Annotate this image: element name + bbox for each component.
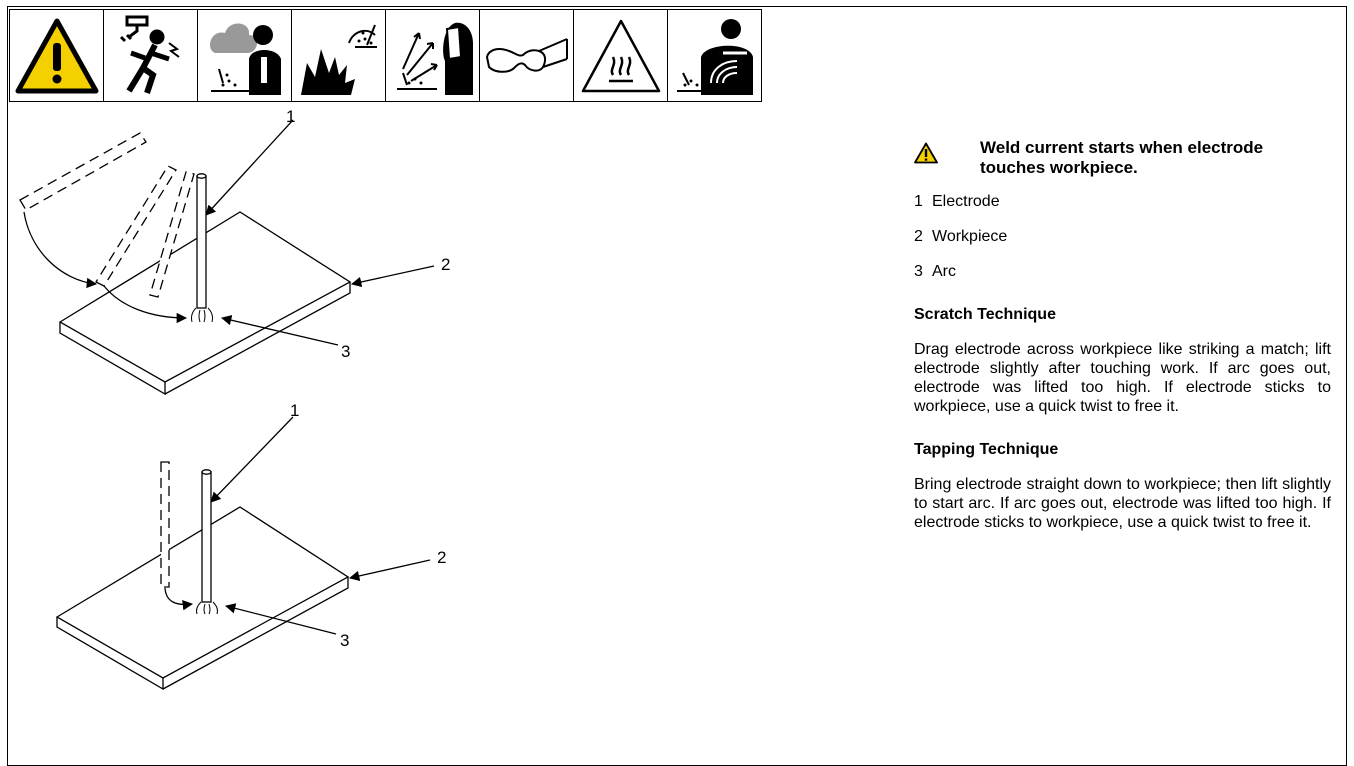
scratch-workpiece-leader — [350, 265, 435, 288]
fire-explosion-icon — [291, 9, 386, 102]
warning-text: Weld current starts when electrode touch… — [980, 138, 1264, 177]
scratch-previous-electrode-positions — [19, 132, 195, 298]
legend-label: Workpiece — [932, 228, 1008, 245]
legend-number: 2 — [914, 228, 923, 245]
scratch-technique-heading: Scratch Technique — [914, 306, 1056, 323]
safety-glasses-icon — [479, 9, 574, 102]
tapping-arc-leader — [224, 603, 337, 635]
fumes-and-gases-icon — [197, 9, 292, 102]
tapping-workpiece-leader — [348, 559, 431, 582]
tapping-technique-heading: Tapping Technique — [914, 441, 1059, 458]
tapping-electrode-leader — [210, 416, 294, 503]
legend-item: 2 Workpiece — [914, 227, 1331, 246]
scratch-technique-figure — [19, 119, 435, 396]
warning-notice: Weld current starts when electrode touch… — [914, 138, 1331, 178]
scratch-callout-2: 2 — [441, 255, 450, 274]
scratch-motion-arrow — [23, 211, 98, 289]
general-warning-icon — [9, 9, 104, 102]
legend-number: 1 — [914, 193, 923, 210]
warning-triangle-icon — [914, 142, 938, 164]
tapping-callout-1: 1 — [290, 401, 299, 420]
scratch-motion-arrow-2 — [103, 285, 188, 324]
tapping-technique-figure — [55, 416, 431, 691]
scratch-arc-marks — [191, 307, 213, 323]
tapping-motion-arrow — [164, 587, 194, 611]
hazard-symbol-strip — [9, 9, 762, 102]
scratch-electrode-leader — [205, 119, 294, 216]
tapping-callout-2: 2 — [437, 548, 446, 567]
scratch-callout-1: 1 — [286, 107, 295, 126]
scratch-technique-paragraph: Drag electrode across workpiece like str… — [914, 341, 1331, 415]
tapping-arc-marks — [196, 601, 218, 615]
arc-striking-illustration: 1 2 3 1 2 3 — [0, 100, 700, 700]
scratch-electrode — [196, 173, 207, 309]
hot-surface-icon — [573, 9, 668, 102]
tapping-callout-3: 3 — [340, 631, 349, 650]
electric-shock-icon — [103, 9, 198, 102]
arc-striking-diagram: 1 2 3 1 2 3 — [19, 107, 450, 691]
legend-label: Electrode — [932, 193, 1000, 210]
legend-item: 1 Electrode — [914, 192, 1331, 211]
instructions-column: Weld current starts when electrode touch… — [914, 138, 1331, 532]
tapping-previous-electrode-position — [160, 461, 170, 588]
scratch-arc-leader — [220, 315, 339, 346]
legend-item: 3 Arc — [914, 262, 1331, 281]
arc-rays-icon — [385, 9, 480, 102]
tapping-technique-paragraph: Bring electrode straight down to workpie… — [914, 476, 1331, 531]
emf-icon — [667, 9, 762, 102]
tapping-electrode — [201, 469, 212, 603]
scratch-callout-3: 3 — [341, 342, 350, 361]
legend-label: Arc — [932, 263, 956, 280]
legend-number: 3 — [914, 263, 923, 280]
